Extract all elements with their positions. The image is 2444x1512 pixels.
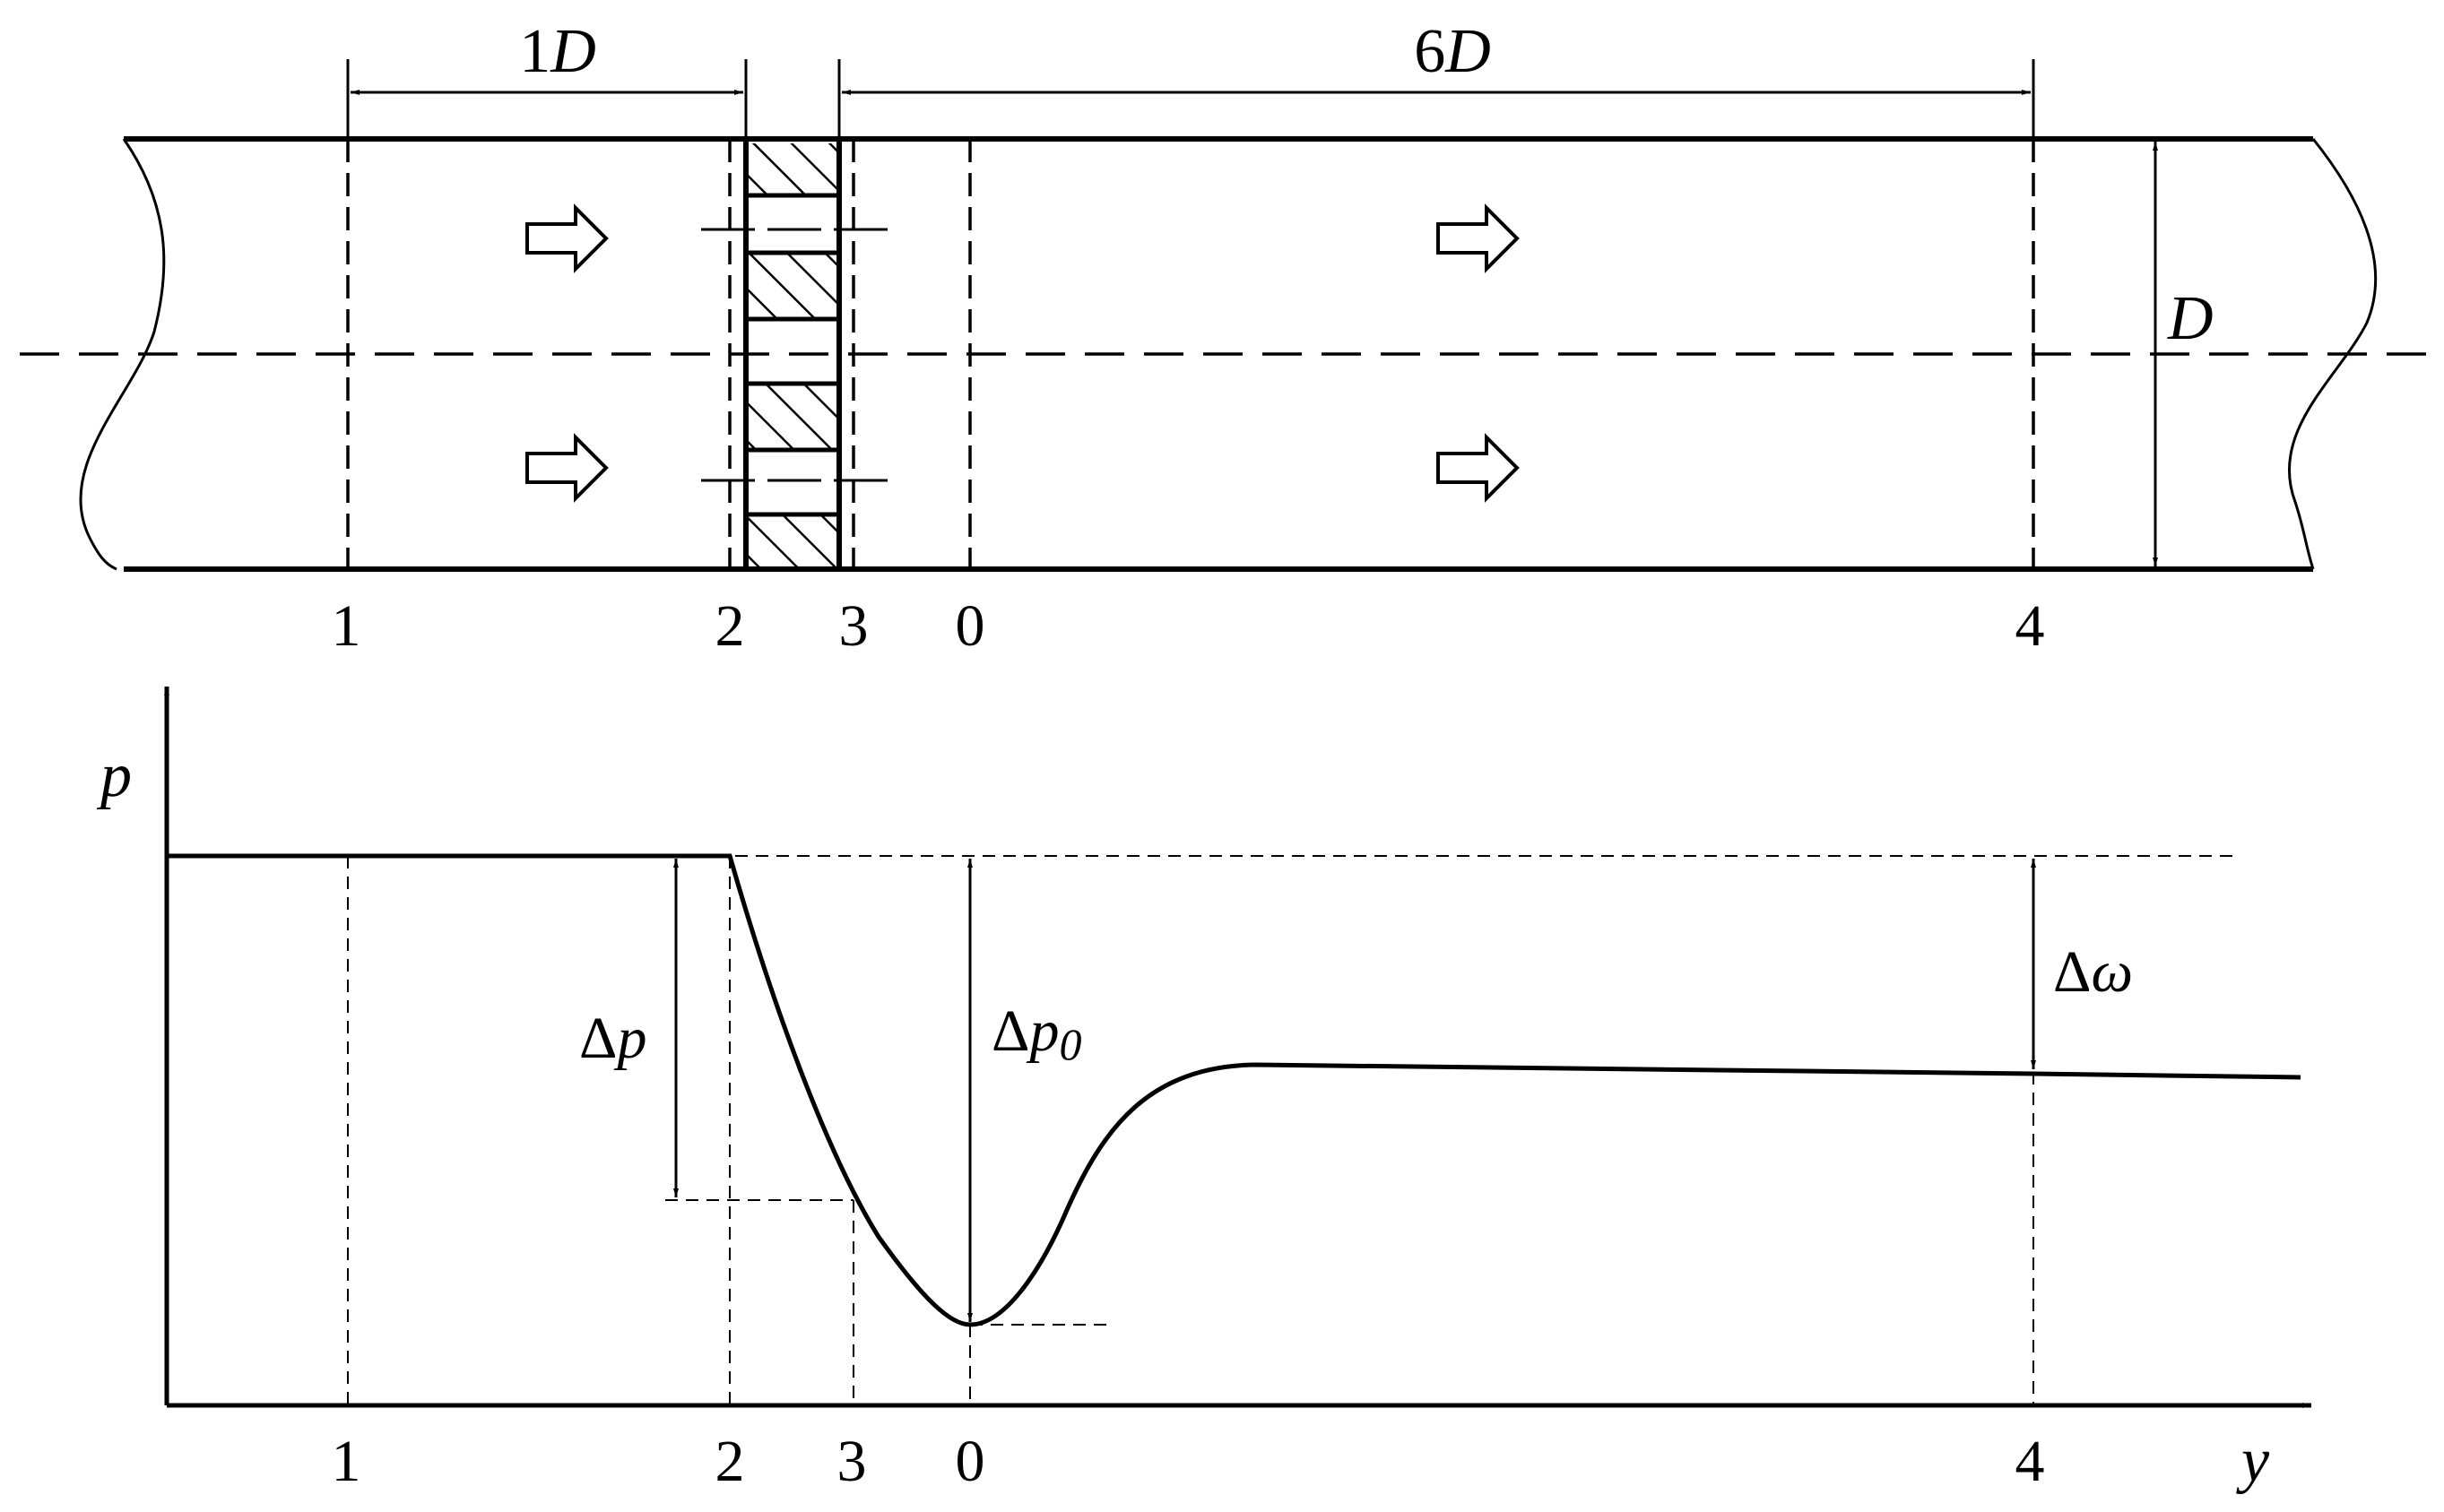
section-label-0: 0	[956, 593, 985, 659]
pipe-section: 1D 6D D 1 2 3 0 4	[20, 17, 2430, 659]
section-label-3: 3	[839, 593, 869, 659]
plate-cell	[746, 514, 839, 566]
dim-1d-label: 1D	[519, 17, 596, 86]
pressure-plot: p y Δp Δp0 Δω 1 2 3 0 4	[96, 687, 2311, 1495]
x-tick-label-1: 1	[332, 1429, 361, 1494]
plate-cell	[746, 253, 839, 319]
delta-p-label: Δp	[579, 1006, 646, 1071]
section-label-2: 2	[715, 593, 745, 659]
x-tick-label-4: 4	[2015, 1429, 2045, 1494]
x-axis-label: y	[2236, 1426, 2270, 1495]
orifice-plate	[701, 139, 897, 569]
flow-arrow-icon	[1436, 203, 1520, 273]
x-tick-label-0: 0	[956, 1429, 985, 1494]
pipe-right-break	[2288, 138, 2378, 570]
flow-arrow-icon	[525, 433, 609, 503]
delta-p0-label: Δp0	[992, 998, 1081, 1069]
x-tick-label-2: 2	[715, 1429, 745, 1494]
pipe-left-break	[79, 138, 166, 571]
plate-cell	[746, 143, 839, 195]
y-axis-label: p	[96, 741, 132, 810]
flow-arrow-icon	[525, 203, 609, 273]
section-label-1: 1	[332, 593, 361, 659]
pressure-curve	[167, 853, 2301, 1327]
delta-omega-label: Δω	[2053, 939, 2133, 1005]
x-tick-label-3: 3	[837, 1429, 867, 1494]
flow-arrow-icon	[1436, 433, 1520, 503]
dim-6d-label: 6D	[1414, 17, 1491, 86]
section-label-4: 4	[2015, 593, 2045, 659]
plate-cell	[746, 384, 839, 450]
diameter-label: D	[2167, 284, 2214, 353]
